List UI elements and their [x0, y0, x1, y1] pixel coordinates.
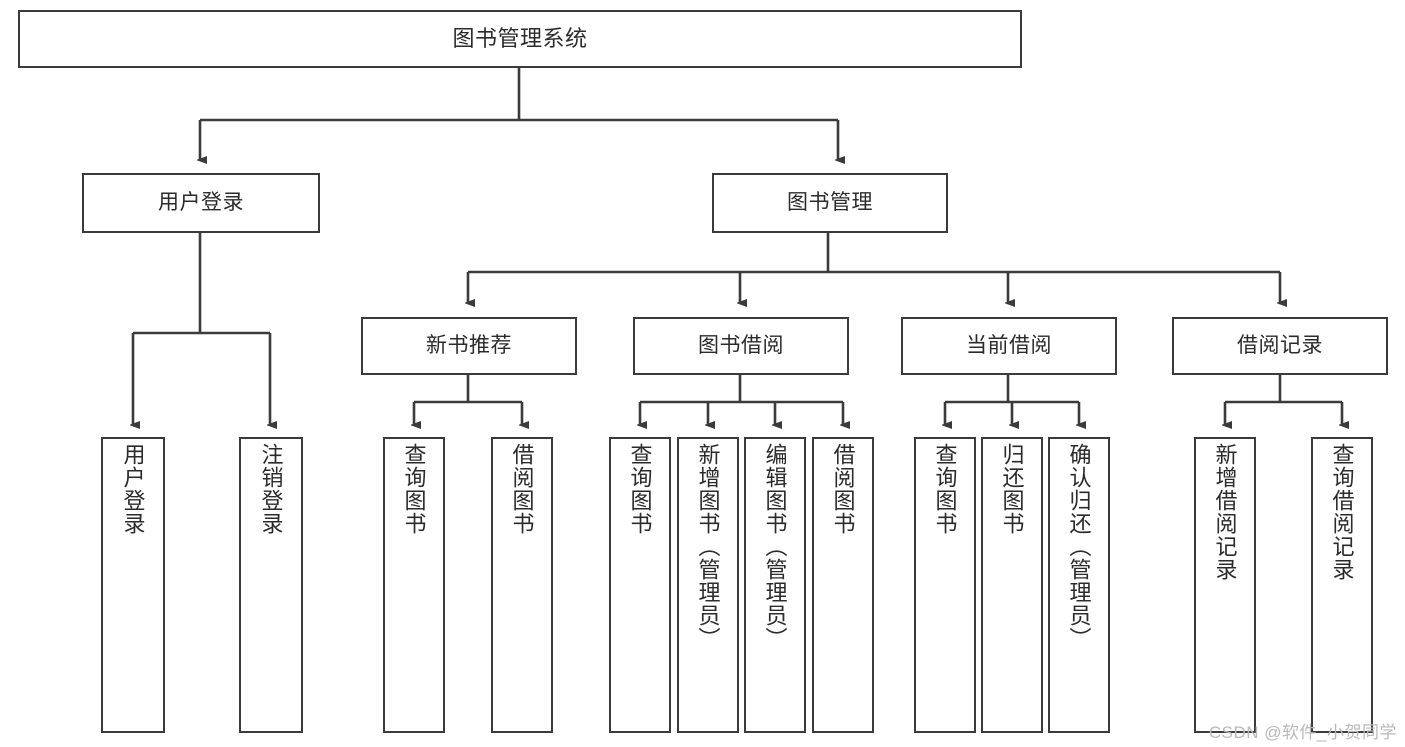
node-user-login-label: 用户登录: [158, 190, 244, 214]
node-leaf-add-book-label: 新增图书（管理员）: [695, 443, 721, 650]
node-leaf-user-login[interactable]: 用户登录: [101, 437, 165, 733]
node-leaf-return-book[interactable]: 归还图书: [981, 437, 1043, 733]
node-leaf-query-book-2[interactable]: 查询图书: [609, 437, 671, 733]
node-leaf-add-book[interactable]: 新增图书（管理员）: [677, 437, 739, 733]
node-leaf-confirm-return[interactable]: 确认归还（管理员）: [1048, 437, 1110, 733]
node-leaf-logout-login[interactable]: 注销登录: [239, 437, 303, 733]
node-book-borrow[interactable]: 图书借阅: [633, 317, 849, 375]
node-book-borrow-label: 图书借阅: [698, 333, 784, 357]
watermark-text: CSDN @软件_小贺同学: [1208, 723, 1397, 742]
node-leaf-add-record-label: 新增借阅记录: [1212, 443, 1238, 581]
node-leaf-query-book-1-label: 查询图书: [401, 443, 427, 535]
node-leaf-edit-book[interactable]: 编辑图书（管理员）: [744, 437, 806, 733]
node-root[interactable]: 图书管理系统: [18, 10, 1022, 68]
node-leaf-borrow-book-2[interactable]: 借阅图书: [812, 437, 874, 733]
node-leaf-return-book-label: 归还图书: [999, 443, 1025, 535]
node-new-book-recommend-label: 新书推荐: [426, 333, 512, 357]
node-leaf-query-book-3[interactable]: 查询图书: [914, 437, 976, 733]
node-user-login[interactable]: 用户登录: [82, 173, 320, 233]
node-leaf-query-book-1[interactable]: 查询图书: [383, 437, 445, 733]
node-leaf-borrow-book-1-label: 借阅图书: [509, 443, 535, 535]
node-borrow-record-label: 借阅记录: [1237, 333, 1323, 357]
node-book-manage[interactable]: 图书管理: [712, 173, 948, 233]
node-leaf-borrow-book-2-label: 借阅图书: [830, 443, 856, 535]
node-new-book-recommend[interactable]: 新书推荐: [361, 317, 577, 375]
node-leaf-query-record-label: 查询借阅记录: [1329, 443, 1355, 581]
node-current-borrow-label: 当前借阅: [966, 333, 1052, 357]
node-leaf-edit-book-label: 编辑图书（管理员）: [762, 443, 788, 650]
node-leaf-logout-login-label: 注销登录: [258, 443, 284, 535]
node-leaf-user-login-label: 用户登录: [120, 443, 146, 535]
node-root-label: 图书管理系统: [452, 26, 588, 52]
node-leaf-query-book-3-label: 查询图书: [932, 443, 958, 535]
node-leaf-query-book-2-label: 查询图书: [627, 443, 653, 535]
node-leaf-add-record[interactable]: 新增借阅记录: [1194, 437, 1256, 733]
node-book-manage-label: 图书管理: [787, 190, 873, 214]
node-leaf-confirm-return-label: 确认归还（管理员）: [1066, 443, 1092, 650]
node-leaf-borrow-book-1[interactable]: 借阅图书: [491, 437, 553, 733]
node-current-borrow[interactable]: 当前借阅: [901, 317, 1117, 375]
node-borrow-record[interactable]: 借阅记录: [1172, 317, 1388, 375]
node-leaf-query-record[interactable]: 查询借阅记录: [1311, 437, 1373, 733]
